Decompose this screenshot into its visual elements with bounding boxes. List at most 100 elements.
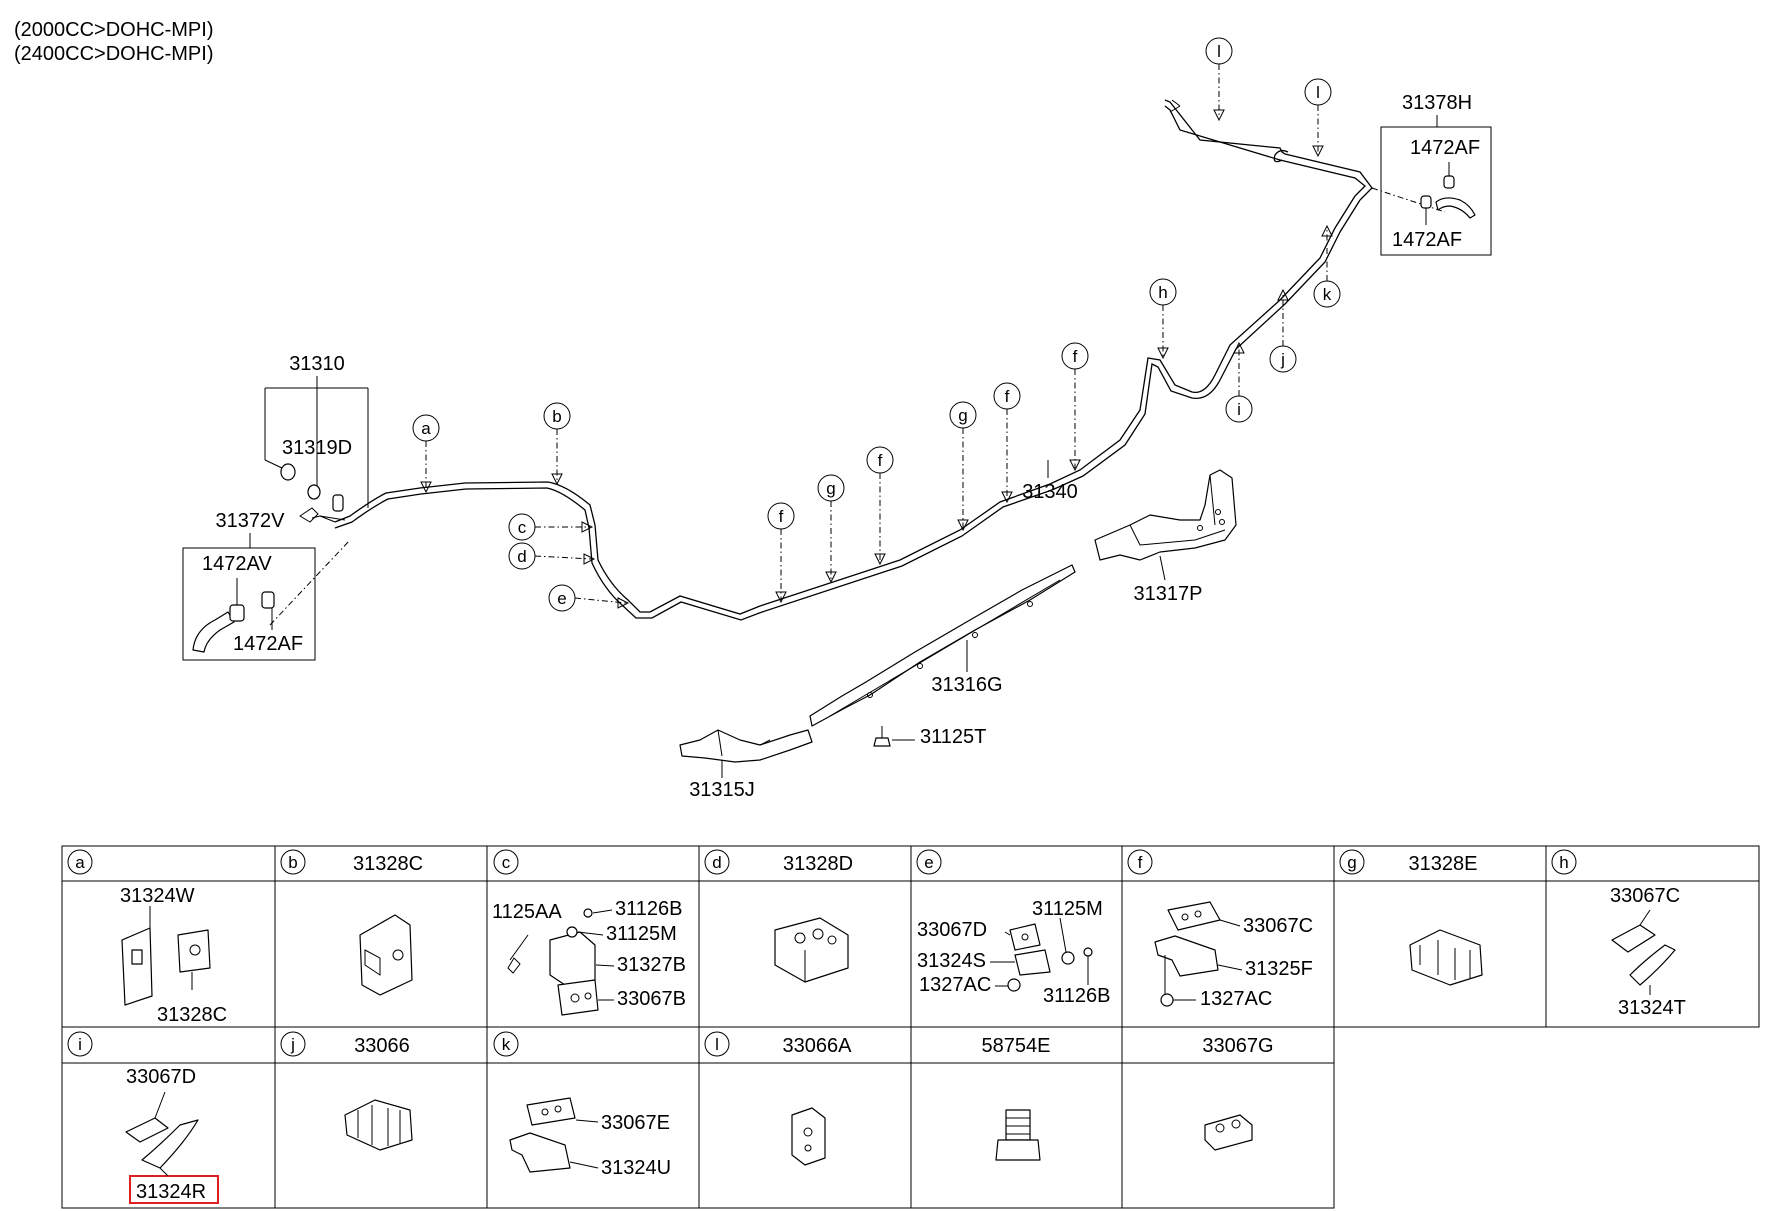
highlight-31324R bbox=[129, 1175, 219, 1204]
cell-f: f 33067C 31325F 1327AC bbox=[1127, 849, 1313, 1010]
callout-e: e bbox=[548, 584, 630, 612]
cell-d: d 31328D bbox=[704, 849, 853, 983]
svg-text:d: d bbox=[517, 547, 526, 566]
cell-l-title: 33066A bbox=[783, 1035, 853, 1057]
part-31325F: 31325F bbox=[1245, 958, 1313, 980]
svg-text:i: i bbox=[78, 1035, 82, 1054]
svg-text:e: e bbox=[557, 589, 566, 608]
cell-33067G-title: 33067G bbox=[1202, 1035, 1273, 1057]
svg-text:i: i bbox=[1237, 400, 1241, 419]
callout-f2: f bbox=[866, 446, 894, 566]
svg-text:b: b bbox=[288, 853, 297, 872]
bolt-31125T: 31125T bbox=[873, 726, 986, 748]
callout-f1: f bbox=[767, 502, 795, 604]
engine-note-line1: (2000CC>DOHC-MPI) bbox=[14, 19, 213, 41]
svg-text:k: k bbox=[1323, 285, 1332, 304]
cell-j-title: 33066 bbox=[354, 1035, 410, 1057]
callout-l2: l bbox=[1304, 78, 1332, 158]
svg-text:j: j bbox=[1280, 350, 1285, 369]
svg-text:f: f bbox=[1138, 853, 1143, 872]
label-31316G: 31316G bbox=[931, 674, 1002, 696]
callout-a: a bbox=[412, 414, 440, 494]
svg-text:b: b bbox=[552, 407, 561, 426]
cell-b: b 31328C bbox=[280, 849, 423, 996]
label-1472AF-top: 1472AF bbox=[1410, 137, 1480, 159]
svg-text:c: c bbox=[518, 518, 527, 537]
cell-g: g 31328E bbox=[1339, 849, 1483, 986]
callout-f4: f bbox=[1061, 342, 1089, 472]
part-33067D-i: 33067D bbox=[126, 1066, 196, 1088]
part-31327B: 31327B bbox=[617, 954, 686, 976]
bracket-31315J: 31315J bbox=[679, 729, 813, 801]
svg-text:l: l bbox=[1316, 83, 1320, 102]
label-31340: 31340 bbox=[1022, 481, 1078, 503]
label-31125T: 31125T bbox=[920, 726, 986, 748]
callout-h: h bbox=[1149, 278, 1177, 360]
part-33067B: 33067B bbox=[617, 988, 686, 1010]
part-31372V-group: 31372V 1472AV 1472AF bbox=[182, 510, 316, 661]
label-31372V: 31372V bbox=[216, 510, 286, 532]
svg-text:j: j bbox=[290, 1035, 295, 1054]
part-1327AC-e: 1327AC bbox=[919, 974, 991, 996]
svg-text:h: h bbox=[1158, 283, 1167, 302]
part-31126B: 31126B bbox=[615, 898, 682, 920]
label-31310: 31310 bbox=[289, 353, 345, 375]
part-1125AA: 1125AA bbox=[492, 901, 562, 923]
cell-j: j 33066 bbox=[280, 1031, 413, 1151]
svg-text:l: l bbox=[1217, 42, 1221, 61]
svg-text:f: f bbox=[1005, 387, 1010, 406]
cell-l: l 33066A bbox=[704, 1031, 853, 1166]
part-31324U: 31324U bbox=[601, 1157, 671, 1179]
svg-text:l: l bbox=[715, 1035, 719, 1054]
part-31324R: 31324R bbox=[136, 1181, 206, 1203]
cell-58754E: 58754E bbox=[982, 1035, 1051, 1161]
label-1472AV: 1472AV bbox=[202, 553, 272, 575]
callout-d: d bbox=[508, 542, 596, 570]
label-1472AF-left: 1472AF bbox=[233, 633, 303, 655]
callout-l1: l bbox=[1205, 37, 1233, 122]
svg-text:f: f bbox=[779, 507, 784, 526]
part-31324S: 31324S bbox=[917, 950, 986, 972]
parts-table bbox=[61, 845, 1760, 1209]
callout-b: b bbox=[543, 402, 571, 486]
svg-text:f: f bbox=[878, 451, 883, 470]
part-33067D: 33067D bbox=[917, 919, 987, 941]
part-31324W: 31324W bbox=[120, 885, 195, 907]
label-31378H: 31378H bbox=[1402, 92, 1472, 114]
svg-text:h: h bbox=[1559, 853, 1568, 872]
callout-c: c bbox=[508, 513, 594, 541]
engine-note-line2: (2400CC>DOHC-MPI) bbox=[14, 43, 213, 65]
label-1472AF-bottom: 1472AF bbox=[1392, 229, 1462, 251]
part-33067E: 33067E bbox=[601, 1112, 670, 1134]
label-31315J: 31315J bbox=[689, 779, 755, 801]
callout-k: k bbox=[1313, 224, 1341, 308]
svg-text:d: d bbox=[712, 853, 721, 872]
part-31126B-e: 31126B bbox=[1043, 985, 1110, 1007]
callout-g2: g bbox=[949, 401, 977, 532]
fuel-line-assembly bbox=[269, 99, 1446, 626]
o-ring-icon bbox=[280, 463, 296, 481]
svg-text:g: g bbox=[958, 406, 967, 425]
part-31378H-group: 31378H 1472AF 1472AF bbox=[1380, 92, 1492, 256]
cell-58754E-title: 58754E bbox=[982, 1035, 1051, 1057]
part-31324T: 31324T bbox=[1618, 997, 1686, 1019]
cell-b-title: 31328C bbox=[353, 853, 423, 875]
callout-j: j bbox=[1269, 288, 1297, 373]
cell-c: c 1125AA 31126B 31125M 31327B 33067B bbox=[492, 849, 686, 1016]
part-33067C-f: 33067C bbox=[1243, 915, 1313, 937]
part-31125M-e: 31125M bbox=[1032, 898, 1103, 920]
svg-text:g: g bbox=[826, 479, 835, 498]
callout-g1: g bbox=[817, 474, 845, 584]
svg-text:a: a bbox=[421, 419, 431, 438]
part-1327AC-f: 1327AC bbox=[1200, 988, 1272, 1010]
cell-a: a 31324W 31328C bbox=[67, 849, 227, 1026]
svg-text:g: g bbox=[1347, 853, 1356, 872]
svg-text:f: f bbox=[1073, 347, 1078, 366]
cell-e: e 33067D 31125M 31324S 1327AC 31126B bbox=[916, 849, 1110, 1007]
callout-f3: f bbox=[993, 382, 1021, 504]
cell-h: h 33067C 31324T bbox=[1551, 849, 1686, 1019]
cell-d-title: 31328D bbox=[783, 853, 853, 875]
part-31310-group: 31310 31319D bbox=[264, 353, 369, 508]
callout-i: i bbox=[1225, 341, 1253, 423]
